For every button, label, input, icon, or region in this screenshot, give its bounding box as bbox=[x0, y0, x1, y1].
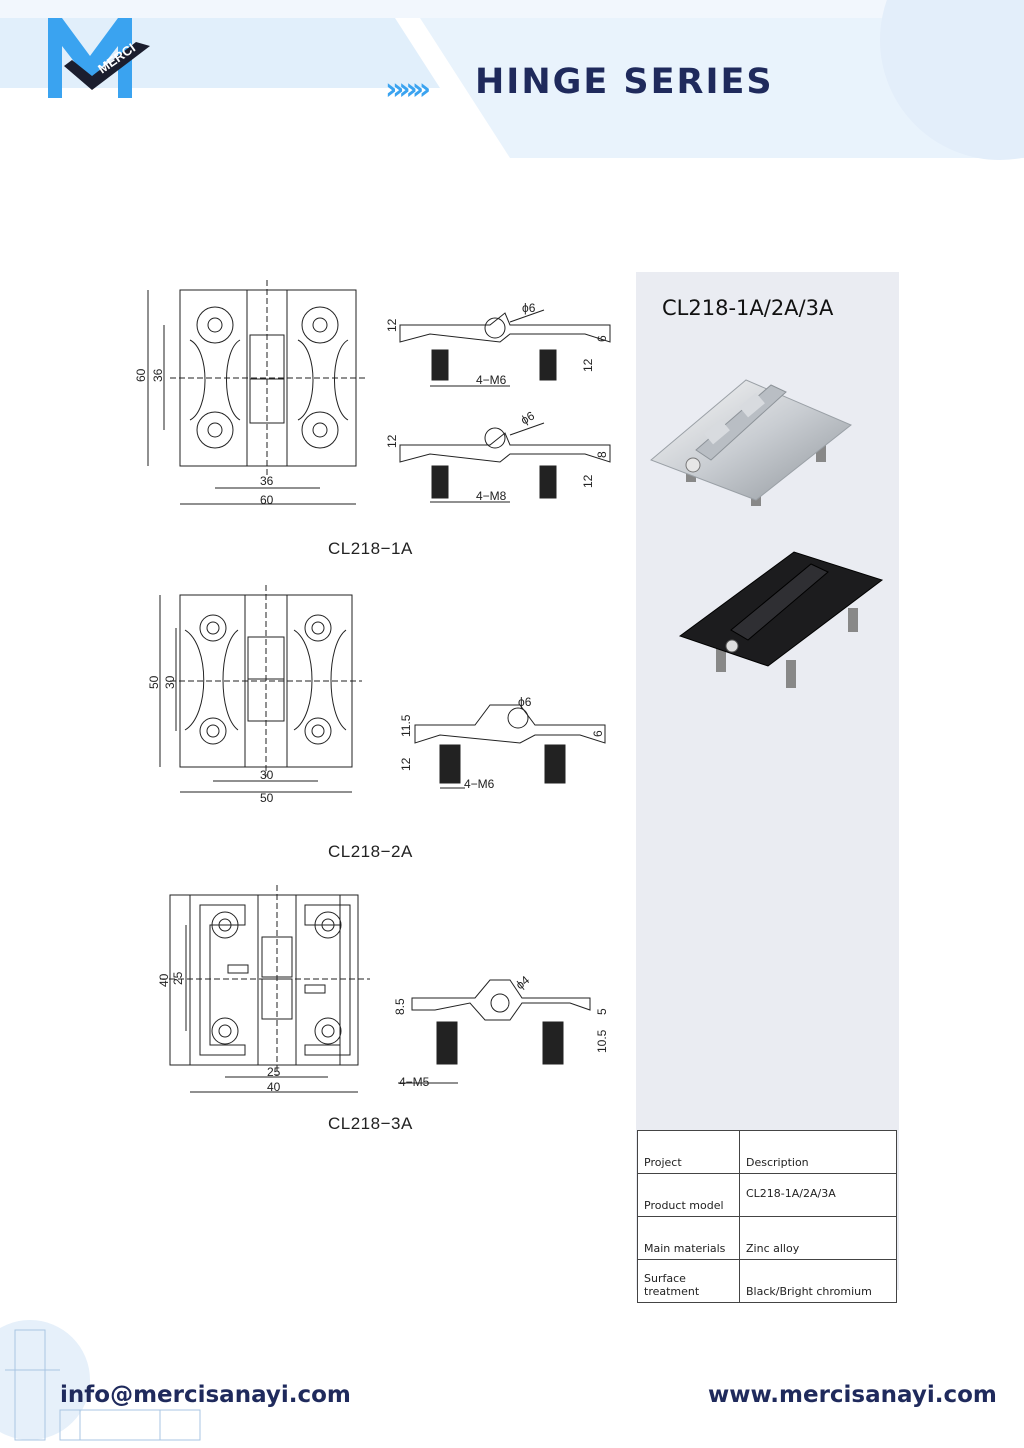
spec-value-materials: Zinc alloy bbox=[739, 1216, 897, 1260]
dim-3a-hole-v: 25 bbox=[171, 971, 185, 985]
dim-3a-h1: 8.5 bbox=[393, 998, 407, 1015]
spec-value-surface: Black/Bright chromium bbox=[739, 1259, 897, 1303]
footer-email-link[interactable]: info@mercisanayi.com bbox=[60, 1382, 351, 1408]
dim-3a-height: 40 bbox=[157, 973, 171, 987]
dim-3a-len: 10.5 bbox=[595, 1029, 609, 1053]
dim-1a-top-phi: ϕ6 bbox=[522, 301, 536, 315]
black-hinge-image bbox=[678, 551, 884, 688]
dim-2a-hole-h: 30 bbox=[260, 768, 274, 782]
footer-blueprint-decor bbox=[0, 1320, 201, 1441]
panel-title: CL218-1A/2A/3A bbox=[662, 296, 834, 320]
spec-label-model: Product model bbox=[637, 1173, 740, 1217]
spec-header-project: Project bbox=[637, 1130, 740, 1174]
spec-table: Project Description Product model CL218-… bbox=[637, 1130, 897, 1303]
dim-1a-bot-phi: ϕ6 bbox=[518, 408, 537, 427]
dim-2a-h2: 6 bbox=[591, 730, 605, 737]
chrome-hinge-image bbox=[650, 379, 852, 506]
dim-1a-hole-h: 36 bbox=[260, 474, 274, 488]
dim-1a-bot-h2: 8 bbox=[595, 451, 609, 458]
caption-cl218-3a: CL218−3A bbox=[328, 1114, 413, 1133]
dim-1a-top-screw: 4−M6 bbox=[476, 373, 507, 387]
dim-2a-width: 50 bbox=[260, 791, 274, 805]
dim-3a-hole-h: 25 bbox=[267, 1065, 281, 1079]
caption-cl218-2a: CL218−2A bbox=[328, 842, 413, 861]
dim-2a-hole-v: 30 bbox=[163, 675, 177, 689]
spec-label-surface: Surface treatment bbox=[637, 1259, 740, 1303]
page-title: HINGE SERIES bbox=[475, 62, 774, 102]
dim-2a-screw: 4−M6 bbox=[464, 777, 495, 791]
caption-cl218-1a: CL218−1A bbox=[328, 539, 413, 558]
dim-1a-bot-h1: 12 bbox=[385, 434, 399, 448]
chevron-arrows-icon: »»» bbox=[385, 72, 431, 107]
table-row: Product model CL218-1A/2A/3A bbox=[637, 1173, 897, 1217]
dim-1a-hole-v: 36 bbox=[151, 368, 165, 382]
spec-label-materials: Main materials bbox=[637, 1216, 740, 1260]
table-row: Project Description bbox=[637, 1130, 897, 1174]
spec-value-model: CL218-1A/2A/3A bbox=[739, 1173, 897, 1217]
dim-1a-bot-screw: 4−M8 bbox=[476, 489, 507, 503]
dim-3a-screw: 4−M5 bbox=[399, 1075, 430, 1089]
dim-2a-h1: 11.5 bbox=[399, 714, 413, 737]
table-row: Main materials Zinc alloy bbox=[637, 1216, 897, 1260]
dim-1a-bot-len: 12 bbox=[581, 474, 595, 488]
merci-logo: MERCI bbox=[48, 18, 150, 98]
table-row: Surface treatment Black/Bright chromium bbox=[637, 1259, 897, 1303]
dim-3a-width: 40 bbox=[267, 1080, 281, 1094]
dim-1a-top-len: 12 bbox=[581, 358, 595, 372]
drawing-cl218-3a: 40 25 25 40 ϕ4 8.5 5 4−M5 10.5 bbox=[157, 885, 609, 1094]
spec-header-description: Description bbox=[739, 1130, 897, 1174]
dim-1a-height: 60 bbox=[134, 368, 148, 382]
dim-2a-phi: ϕ6 bbox=[518, 695, 532, 709]
dim-2a-height: 50 bbox=[147, 675, 161, 689]
dim-1a-top-h1: 12 bbox=[385, 318, 399, 332]
dim-1a-width: 60 bbox=[260, 493, 274, 507]
dim-1a-top-h2: 6 bbox=[595, 335, 609, 342]
drawing-cl218-2a: 50 30 30 50 ϕ6 11.5 6 4−M6 12 bbox=[147, 585, 606, 805]
footer-website-link[interactable]: www.mercisanayi.com bbox=[708, 1382, 997, 1408]
dim-2a-len: 12 bbox=[399, 757, 413, 771]
dim-3a-h2: 5 bbox=[595, 1008, 609, 1015]
drawing-cl218-1a: 60 36 36 60 ϕ6 12 6 4−M6 12 ϕ6 12 8 4−M8… bbox=[134, 280, 611, 507]
